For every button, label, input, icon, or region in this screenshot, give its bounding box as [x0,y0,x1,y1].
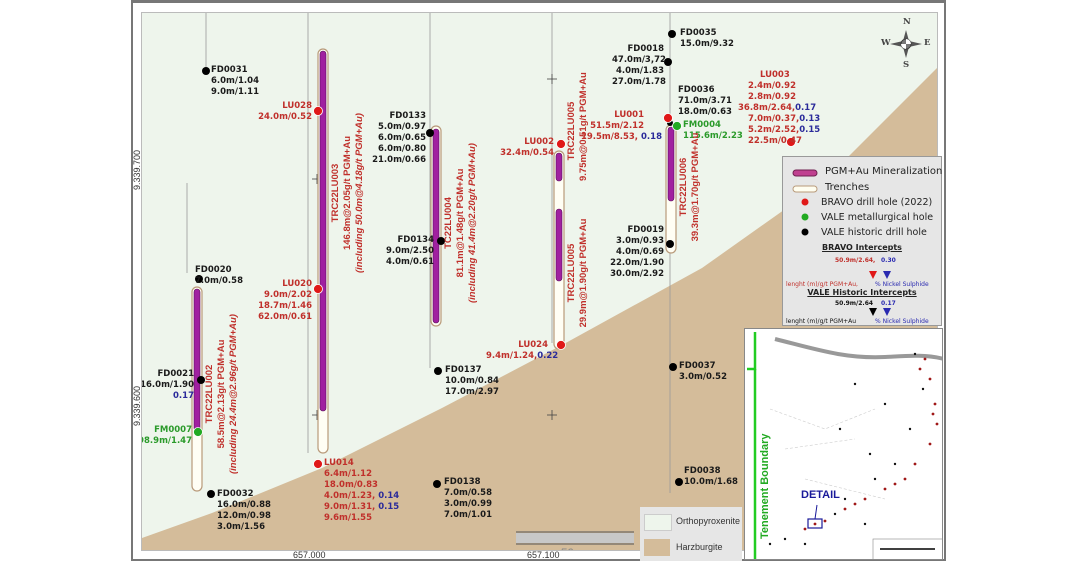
map-area: FD0031 6.0m/1.04 9.0m/1.11 FD0133 5.0m/0… [141,12,938,551]
y-coord-9339700: 9.339.700 [132,149,142,190]
tenement-boundary-label: Tenement Boundary [759,433,771,539]
legend-bravo-title: BRAVO Intercepts [822,243,902,252]
scale-bar-label: 50m [560,546,583,550]
legend-vale-historic: VALE historic drill hole [821,227,927,238]
y-coord-9339600: 9.339.600 [132,385,142,426]
hole-fd0019[interactable]: FD0019 3.0m/0.93 4.0m/0.69 22.0m/1.90 30… [610,225,664,279]
legend-bravo-caption-a: lenght (m)/g/t PGM+Au, [786,281,858,288]
hole-fd0133[interactable]: FD0133 5.0m/0.97 6.0m/0.65 6.0m/0.80 21.… [372,111,426,165]
hole-lu020[interactable]: LU020 9.0m/2.02 18.7m/1.46 62.0m/0.61 [258,279,312,322]
orthopyroxenite-label: Orthopyroxenite [676,516,741,526]
x-coord-657100: 657.100 [527,550,560,560]
compass-w: W [881,38,891,48]
geology-map-svg [142,13,937,550]
hole-fd0018[interactable]: FD0018 47.0m/3,72 4.0m/1.83 27.0m/1.78 [612,44,666,87]
map-legend: PGM+Au Mineralization Trenches BRAVO dri… [782,156,942,326]
inset-svg [747,332,942,559]
legend-bravo-ni: 0.30 [881,257,896,264]
hole-fd0037[interactable]: FD0037 3.0m/0.52 [679,361,727,382]
hole-fd0137[interactable]: FD0137 10.0m/0.84 17.0m/2.97 [445,365,499,397]
x-coord-657000: 657.000 [293,550,326,560]
legend-vale-metallurgical: VALE metallurgical hole [821,212,934,223]
compass-n: N [903,17,911,27]
inset-location-map: DETAIL Tenement Boundary [744,328,943,560]
hole-lu002[interactable]: LU002 32.4m/0.54 [500,137,554,158]
compass-e: E [924,38,931,48]
harzburgite-label: Harzburgite [676,542,723,552]
hole-lu014[interactable]: LU014 6.4m/1.12 18.0m/0.83 4.0m/1.23, 0.… [324,458,400,523]
hole-fd0036[interactable]: FD0036 71.0m/3.71 18.0m/0.63 [678,85,732,117]
legend-vale-example: 50.9m/2.64 [835,300,874,307]
hole-fd0031[interactable]: FD0031 6.0m/1.04 9.0m/1.11 [211,65,259,97]
compass-rose [890,30,922,58]
hole-fd0020[interactable]: FD0020 7.0m/0.58 [195,265,243,286]
legend-vale-title: VALE Historic Intercepts [807,288,917,297]
hole-fd0038[interactable]: FD0038 10.0m/1.68 [684,466,738,487]
legend-mineralization: PGM+Au Mineralization [825,166,943,177]
legend-bravo-hole: BRAVO drill hole (2022) [821,197,933,208]
legend-vale-caption-b: % Nickel Sulphide [875,318,929,325]
hole-fd0032[interactable]: FD0032 16.0m/0.88 12.0m/0.98 3.0m/1.56 [217,489,271,532]
hole-fd0021[interactable]: FD0021 16.0m/1.90 0.17 [141,369,194,401]
legend-vale-caption-a: lenght (m)/g/t PGM+Au [786,318,857,325]
scale-bar [516,533,634,543]
hole-lu001[interactable]: LU001 51.5m/2.12 19.5m/8.53, 0.18 [580,110,662,142]
hole-fd0134[interactable]: FD0134 9.0m/2.50 4.0m/0.61 [386,235,434,267]
legend-vale-ni: 0.17 [881,300,896,307]
geology-legend: Orthopyroxenite Harzburgite [640,507,742,561]
inset-detail-label: DETAIL [801,489,840,501]
hole-lu024[interactable]: LU024 9.4m/1.24,0.22 [486,340,559,361]
legend-trenches: Trenches [825,182,870,193]
legend-bravo-caption-b: % Nickel Sulphide [875,281,929,288]
harzburgite-swatch [644,539,670,556]
hole-lu003[interactable]: LU003 2.4m/0.92 2.8m/0.92 36.8m/2.64,0.1… [738,70,821,146]
hole-fm0004[interactable]: FM0004 115.6m/2.23 [683,120,743,141]
hole-fm0007[interactable]: FM0007 98.9m/1.47 [141,425,192,446]
legend-bravo-example: 50.9m/2.64, [835,257,876,264]
harzburgite-zone [142,68,937,550]
hole-fd0035[interactable]: FD0035 15.0m/9.32 [680,28,734,49]
compass-s: S [903,60,910,70]
orthopyroxenite-swatch [644,514,672,531]
hole-lu028[interactable]: LU028 24.0m/0.52 [258,101,312,122]
hole-fd0138[interactable]: FD0138 7.0m/0.58 3.0m/0.99 7.0m/1.01 [444,477,492,520]
